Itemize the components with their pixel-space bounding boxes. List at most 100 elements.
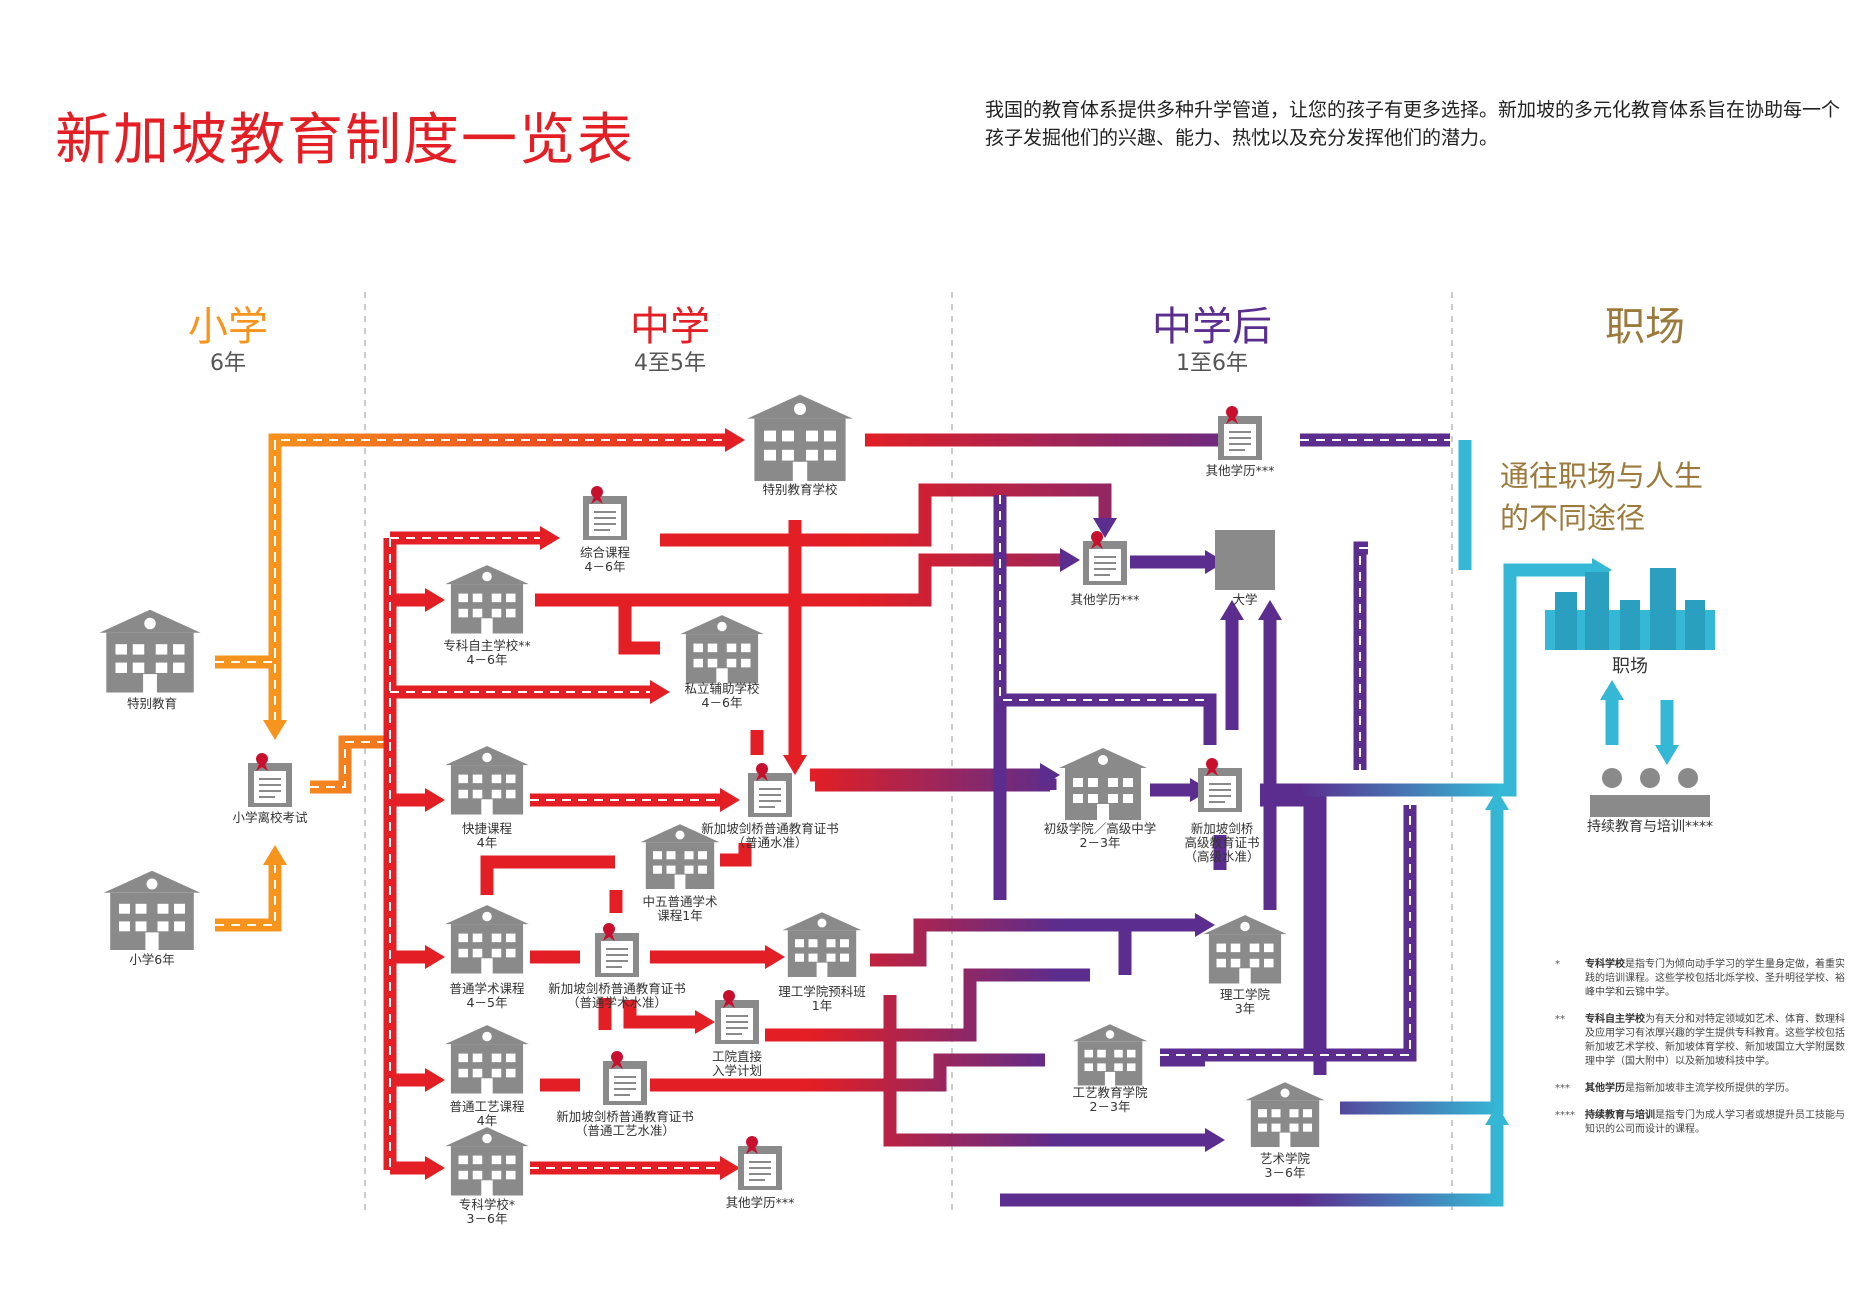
path-sia-to-other [535, 553, 1060, 607]
node-cet: 持续教育与培训**** [1530, 820, 1770, 834]
node-sublabel: 4－6年 [466, 652, 508, 667]
node-gce-nt: 新加坡剑桥普通教育证书（普通工艺水准） [505, 1110, 745, 1138]
city-skyline-icon [1545, 568, 1715, 650]
node-label: 工艺教育学院 [1072, 1085, 1148, 1100]
node-label: 艺术学院 [1259, 1151, 1310, 1166]
arrow-head [1205, 1128, 1225, 1152]
arrow-head [1655, 745, 1679, 765]
skyline-tower [1620, 600, 1640, 650]
path-ip-to-other [660, 483, 1112, 547]
node-sublabel: 4－6年 [701, 695, 743, 710]
school-building-icon [680, 615, 764, 684]
node-label: 快捷课程 [461, 821, 512, 836]
footnote-term: 专科学校 [1585, 959, 1625, 970]
arrow-head [263, 845, 287, 865]
path-to-workplace [1260, 563, 1592, 797]
node-sublabel: 4年 [476, 835, 498, 850]
footnote-marker: *** [1555, 1083, 1570, 1094]
school-building-icon [103, 870, 201, 950]
stage-duration: 6年 [210, 351, 246, 376]
node-university: 大学 [1125, 593, 1365, 607]
node-label: 理工学院预科班 [778, 984, 866, 999]
stage-name: 中学后 [1152, 304, 1272, 350]
path-sec5-to-gceo [720, 843, 752, 867]
node-label: 其他学历*** [725, 1195, 795, 1210]
footnote: **** 持续教育与培训是指专门为成人学习者或想提升员工技能与知识的公司而设计的… [1555, 1109, 1850, 1137]
footnote: ** 专科自主学校为有天分和对特定领域如艺术、体育、数理科及应用学习有浓厚兴趣的… [1555, 1013, 1850, 1069]
arrow-head [425, 588, 445, 612]
stage-workforce: 职场 [1495, 304, 1795, 350]
stage-separators [364, 292, 1453, 1210]
school-building-icon [445, 905, 529, 974]
certificate-icon [1217, 405, 1263, 461]
node-label: 特别教育 [126, 696, 177, 711]
path-gcent-to-ite [650, 1053, 1045, 1092]
arrow-head [1485, 790, 1509, 810]
skyline-tower [1555, 592, 1577, 650]
footnote-text: 为有天分和对特定领域如艺术、体育、数理科及应用学习有浓厚兴趣的学生提供专科教育。… [1585, 1014, 1845, 1067]
node-sublabel: 高级教育证书 [1184, 835, 1260, 850]
school-building-icon [1203, 915, 1287, 984]
node-label: 私立辅助学校 [684, 681, 760, 696]
node-sublabel: 4－5年 [466, 995, 508, 1010]
node-gce-o: 新加坡剑桥普通教育证书（普通水准） [650, 822, 890, 850]
footnote: *** 其他学历是指新加坡非主流学校所提供的学历。 [1555, 1082, 1850, 1096]
node-sublabel: 3年 [1234, 1001, 1256, 1016]
footnote-term: 其他学历 [1585, 1083, 1625, 1094]
path-primary6-to-psle [215, 865, 282, 932]
node-label: 持续教育与培训**** [1587, 819, 1713, 835]
footnote-text: 是指专门为倾向动手学习的学生量身定做，着重实践的培训课程。这些学校包括北烁学校、… [1585, 959, 1845, 998]
stage-name: 小学 [188, 304, 268, 350]
path-psle-to-secondary [310, 735, 390, 794]
node-label: 其他学历*** [1205, 463, 1275, 478]
node-sublabel: 入学计划 [711, 1063, 762, 1078]
node-sec5: 中五普通学术课程1年 [560, 895, 800, 923]
person-head [1602, 768, 1622, 788]
arrow-head [1040, 763, 1060, 787]
node-sublabel: （普通水准） [732, 835, 808, 850]
node-label: 特别教育学校 [762, 482, 838, 497]
path-bottom-to-workforce [1000, 1125, 1504, 1207]
arrow-head [1258, 600, 1282, 620]
arrow-head [720, 788, 740, 812]
stage-duration: 1至6年 [1176, 351, 1248, 376]
arrow-head [1195, 913, 1215, 937]
node-label: 新加坡剑桥 [1190, 821, 1254, 836]
arrow-head [425, 788, 445, 812]
arrow-head [783, 755, 807, 775]
node-other-qual-sec: 其他学历*** [640, 1196, 880, 1210]
footnote-text: 是指专门为成人学习者或想提升员工技能与知识的公司而设计的课程。 [1585, 1110, 1845, 1135]
skyline-tower [1650, 568, 1676, 650]
skyline-tower [1585, 572, 1609, 650]
arrow-head [425, 945, 445, 969]
skyline-tower [1685, 600, 1705, 650]
node-other-qual-post: 其他学历*** [985, 593, 1225, 607]
node-label: 工院直接 [711, 1049, 762, 1064]
node-sublabel: （普通工艺水准） [574, 1123, 675, 1138]
footnotes: * 专科学校是指专门为倾向动手学习的学生量身定做，着重实践的培训课程。这些学校包… [1555, 958, 1850, 1150]
footnote-marker: * [1555, 959, 1560, 970]
stage-duration: 4至5年 [634, 351, 706, 376]
career-heading-line: 通往职场与人生 [1500, 459, 1704, 493]
node-label: 新加坡剑桥普通教育证书 [701, 821, 839, 836]
post-secondary-path-dashes [999, 439, 1450, 1056]
node-label: 理工学院 [1219, 987, 1270, 1002]
node-sublabel: 4－6年 [584, 559, 626, 574]
node-specialised-school: 专科学校*3－6年 [367, 1198, 607, 1226]
node-label: 综合课程 [579, 545, 630, 560]
arrow-head [725, 428, 745, 452]
path-dpp-to-ite [765, 968, 1090, 1042]
path-foundation-to-poly [870, 918, 1195, 967]
arrow-head [425, 1068, 445, 1092]
node-sublabel: 3－6年 [466, 1211, 508, 1226]
path-gceo-link [815, 778, 1057, 792]
footnote: * 专科学校是指专门为倾向动手学习的学生量身定做，着重实践的培训课程。这些学校包… [1555, 958, 1850, 1000]
school-building-icon [747, 394, 853, 481]
node-sublabel: （普通学术水准） [566, 995, 667, 1010]
stage-name: 职场 [1605, 304, 1685, 350]
dash-line [310, 741, 390, 788]
node-gce-na: 新加坡剑桥普通教育证书（普通学术水准） [497, 982, 737, 1010]
